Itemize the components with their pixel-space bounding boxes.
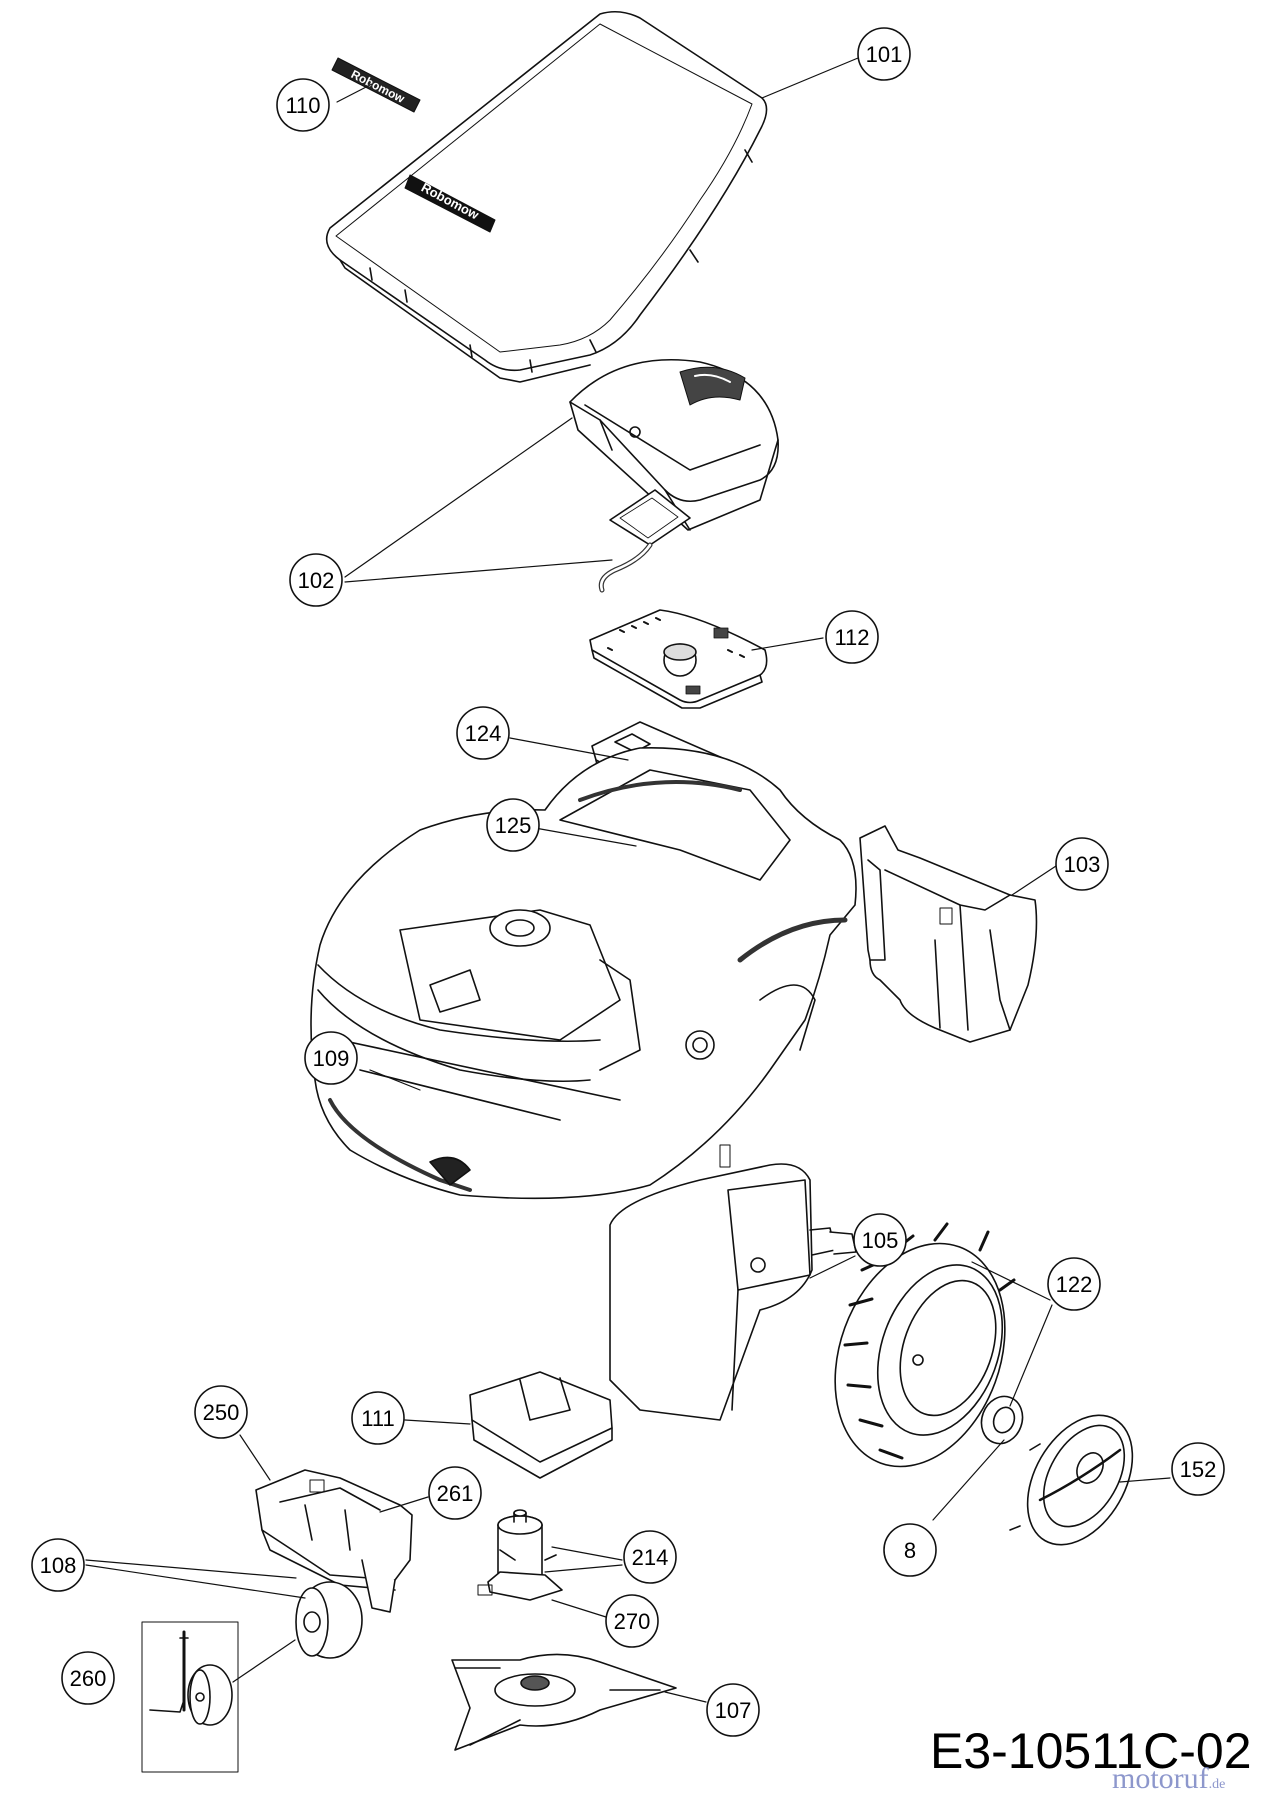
part-blade-disc [451, 1653, 677, 1751]
watermark: motoruf.de [1112, 1762, 1225, 1796]
callout-108: 108 [31, 1538, 85, 1592]
callout-110: 110 [276, 78, 330, 132]
callout-8: 8 [883, 1523, 937, 1577]
callout-107: 107 [706, 1683, 760, 1737]
callout-260: 260 [61, 1651, 115, 1705]
part-main-chassis [310, 747, 857, 1200]
part-caster-fork [141, 1621, 239, 1773]
callout-124: 124 [456, 706, 510, 760]
callout-101: 101 [857, 27, 911, 81]
svg-text:103: 103 [1064, 852, 1101, 877]
svg-text:250: 250 [203, 1400, 240, 1425]
svg-text:Robomow: Robomow [349, 67, 408, 106]
svg-text:111: 111 [361, 1406, 394, 1431]
svg-text:214: 214 [632, 1545, 669, 1570]
part-battery-compartment [859, 825, 1038, 1043]
callout-103: 103 [1055, 837, 1109, 891]
callout-125: 125 [486, 798, 540, 852]
callout-111: 111 [351, 1391, 405, 1445]
part-hub-cap [1009, 1414, 1134, 1546]
callout-250: 250 [194, 1385, 248, 1439]
svg-text:122: 122 [1056, 1272, 1093, 1297]
svg-text:105: 105 [862, 1228, 899, 1253]
part-control-panel [569, 359, 779, 593]
svg-text:152: 152 [1180, 1457, 1217, 1482]
svg-text:260: 260 [70, 1666, 107, 1691]
callout-112: 112 [825, 610, 879, 664]
svg-text:108: 108 [40, 1553, 77, 1578]
callout-214: 214 [623, 1530, 677, 1584]
callout-261: 261 [428, 1466, 482, 1520]
svg-text:270: 270 [614, 1609, 651, 1634]
part-drive-motor [609, 1144, 857, 1421]
svg-text:101: 101 [866, 42, 903, 67]
part-motor-bracket [469, 1371, 613, 1479]
part-hub-nut [980, 1395, 1024, 1445]
part-blade-motor [477, 1509, 563, 1601]
part-top-cover: Robomow [325, 10, 768, 383]
callout-152: 152 [1171, 1442, 1225, 1496]
svg-text:109: 109 [313, 1046, 350, 1071]
part-circuit-board [589, 609, 768, 709]
callout-270: 270 [605, 1594, 659, 1648]
svg-text:8: 8 [904, 1538, 916, 1563]
drawing-code: E3-10511C-02 [930, 1723, 1252, 1779]
callout-109: 109 [304, 1031, 358, 1085]
part-logo-decal: Robomow [331, 57, 421, 113]
watermark-suffix: .de [1208, 1777, 1226, 1792]
leader-lines [85, 57, 1171, 1703]
svg-text:110: 110 [285, 93, 320, 118]
callout-105: 105 [853, 1213, 907, 1267]
svg-text:125: 125 [495, 813, 532, 838]
callout-122: 122 [1047, 1257, 1101, 1311]
part-drive-wheel [834, 1222, 1016, 1468]
part-front-wheel [295, 1581, 363, 1659]
svg-text:102: 102 [298, 568, 335, 593]
part-front-caster-housing [255, 1469, 413, 1613]
svg-text:112: 112 [834, 625, 869, 650]
svg-text:124: 124 [465, 721, 502, 746]
svg-text:107: 107 [715, 1698, 752, 1723]
svg-text:261: 261 [437, 1481, 474, 1506]
callout-102: 102 [289, 553, 343, 607]
watermark-text: motoruf [1112, 1762, 1209, 1795]
